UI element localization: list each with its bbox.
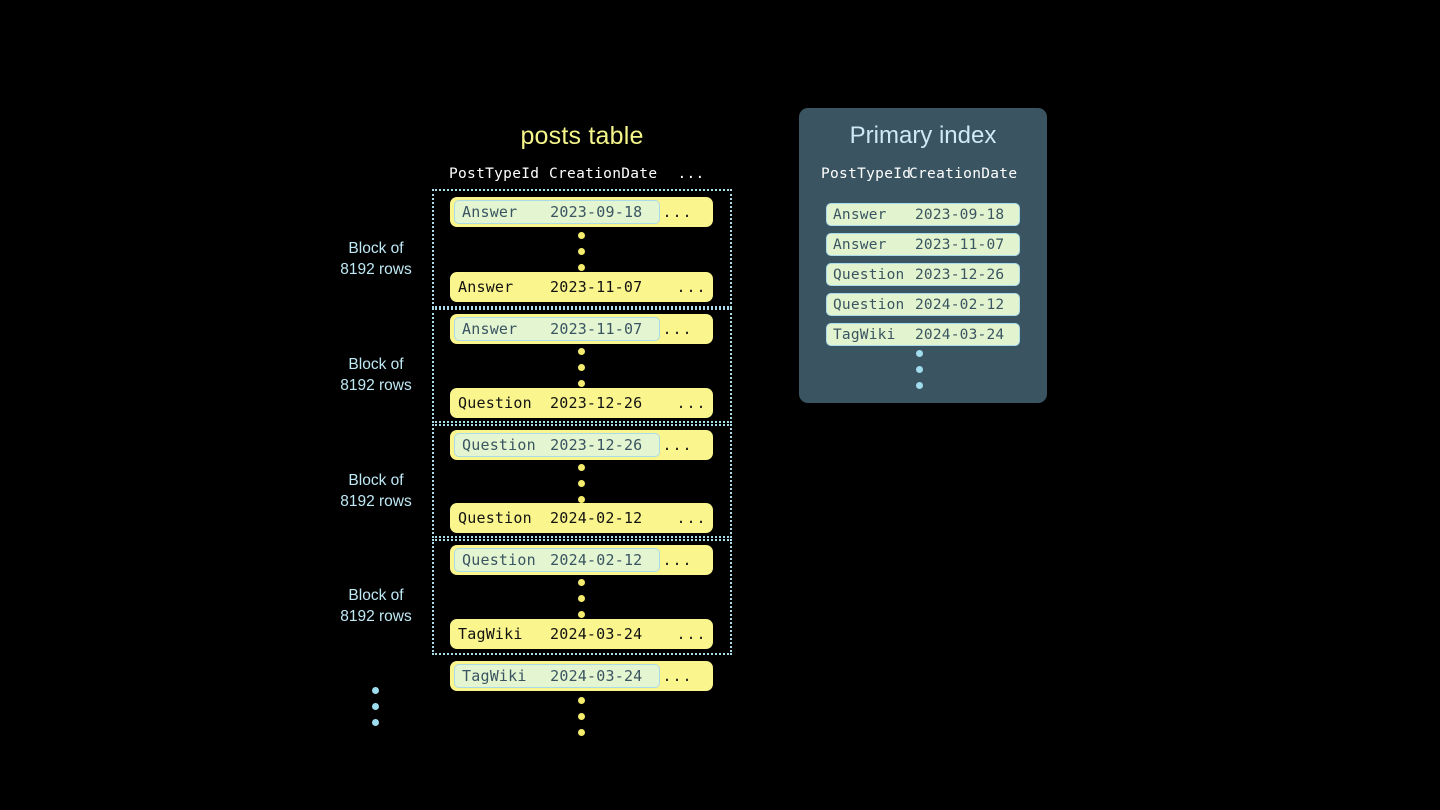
cell-creationdate: 2023-09-18: [550, 202, 643, 221]
table-row: Answer 2023-11-07 ...: [450, 272, 713, 302]
index-column-header-posttypeid: PostTypeId: [821, 166, 912, 182]
table-continuation-dots: [576, 697, 586, 736]
cell-posttypeid: Question: [458, 508, 532, 527]
cell-ellipsis: ...: [662, 666, 693, 685]
cell-ellipsis: ...: [662, 319, 693, 338]
column-header-posttypeid: PostTypeId: [449, 166, 540, 182]
row-continuation-dots: [576, 464, 586, 503]
primary-index-title: Primary index: [849, 122, 997, 149]
cell-creationdate: 2024-02-12: [550, 508, 643, 527]
index-column-header-creationdate: CreationDate: [909, 166, 1018, 182]
index-cell-posttypeid: TagWiki: [833, 326, 896, 343]
cell-posttypeid: Answer: [458, 277, 514, 296]
row-highlight-box: Question 2023-12-26: [454, 433, 660, 457]
cell-posttypeid: Question: [462, 435, 536, 454]
index-cell-creationdate: 2023-12-26: [915, 266, 1005, 283]
index-cell-creationdate: 2023-11-07: [915, 236, 1005, 253]
cell-creationdate: 2024-03-24: [550, 666, 643, 685]
index-cell-creationdate: 2024-03-24: [915, 326, 1005, 343]
index-row: Answer 2023-11-07: [826, 233, 1020, 256]
cell-ellipsis: ...: [662, 435, 693, 454]
cell-posttypeid: TagWiki: [462, 666, 527, 685]
block-4-label: Block of 8192 rows: [340, 587, 412, 625]
block-2: [432, 308, 732, 423]
table-row: Question 2023-12-26 ...: [450, 430, 713, 460]
blocks-continuation-dots: [370, 687, 380, 726]
index-cell-creationdate: 2023-09-18: [915, 206, 1005, 223]
block-4: [432, 539, 732, 655]
table-row: Answer 2023-09-18 ...: [450, 197, 713, 227]
index-row: Question 2024-02-12: [826, 293, 1020, 316]
cell-ellipsis: ...: [676, 508, 707, 527]
row-highlight-box: Answer 2023-11-07: [454, 317, 660, 341]
cell-posttypeid: Question: [458, 393, 532, 412]
index-cell-posttypeid: Answer: [833, 236, 887, 253]
cell-creationdate: 2024-02-12: [550, 550, 643, 569]
cell-creationdate: 2023-11-07: [550, 277, 643, 296]
block-1: [432, 189, 732, 308]
index-row: Question 2023-12-26: [826, 263, 1020, 286]
cell-posttypeid: Question: [462, 550, 536, 569]
cell-ellipsis: ...: [676, 624, 707, 643]
row-highlight-box: TagWiki 2024-03-24: [454, 664, 660, 688]
index-continuation-dots: [914, 350, 924, 389]
table-row: TagWiki 2024-03-24 ...: [450, 619, 713, 649]
column-header-creationdate: CreationDate: [549, 166, 658, 182]
index-cell-creationdate: 2024-02-12: [915, 296, 1005, 313]
row-continuation-dots: [576, 348, 586, 387]
row-continuation-dots: [576, 232, 586, 271]
cell-posttypeid: TagWiki: [458, 624, 523, 643]
index-cell-posttypeid: Answer: [833, 206, 887, 223]
row-continuation-dots: [576, 579, 586, 618]
posts-table-column-headers: PostTypeId CreationDate ...: [449, 166, 713, 182]
index-row: Answer 2023-09-18: [826, 203, 1020, 226]
block-3-label: Block of 8192 rows: [340, 472, 412, 510]
index-cell-posttypeid: Question: [833, 266, 905, 283]
row-highlight-box: Answer 2023-09-18: [454, 200, 660, 224]
primary-index-column-headers: PostTypeId CreationDate: [821, 166, 1021, 182]
cell-creationdate: 2023-12-26: [550, 435, 643, 454]
table-row: Question 2024-02-12 ...: [450, 503, 713, 533]
cell-creationdate: 2023-12-26: [550, 393, 643, 412]
cell-posttypeid: Answer: [462, 202, 518, 221]
cell-posttypeid: Answer: [462, 319, 518, 338]
table-row-trailing: TagWiki 2024-03-24 ...: [450, 661, 713, 691]
posts-table-title: posts table: [520, 122, 644, 150]
cell-creationdate: 2024-03-24: [550, 624, 643, 643]
block-3: [432, 424, 732, 538]
row-highlight-box: Question 2024-02-12: [454, 548, 660, 572]
column-header-ellipsis: ...: [677, 166, 705, 182]
cell-ellipsis: ...: [662, 550, 693, 569]
table-row: Question 2023-12-26 ...: [450, 388, 713, 418]
cell-ellipsis: ...: [676, 393, 707, 412]
cell-ellipsis: ...: [662, 202, 693, 221]
block-2-label: Block of 8192 rows: [340, 356, 412, 394]
cell-creationdate: 2023-11-07: [550, 319, 643, 338]
table-row: Answer 2023-11-07 ...: [450, 314, 713, 344]
table-row: Question 2024-02-12 ...: [450, 545, 713, 575]
cell-ellipsis: ...: [676, 277, 707, 296]
index-cell-posttypeid: Question: [833, 296, 905, 313]
block-1-label: Block of 8192 rows: [340, 240, 412, 278]
index-row: TagWiki 2024-03-24: [826, 323, 1020, 346]
